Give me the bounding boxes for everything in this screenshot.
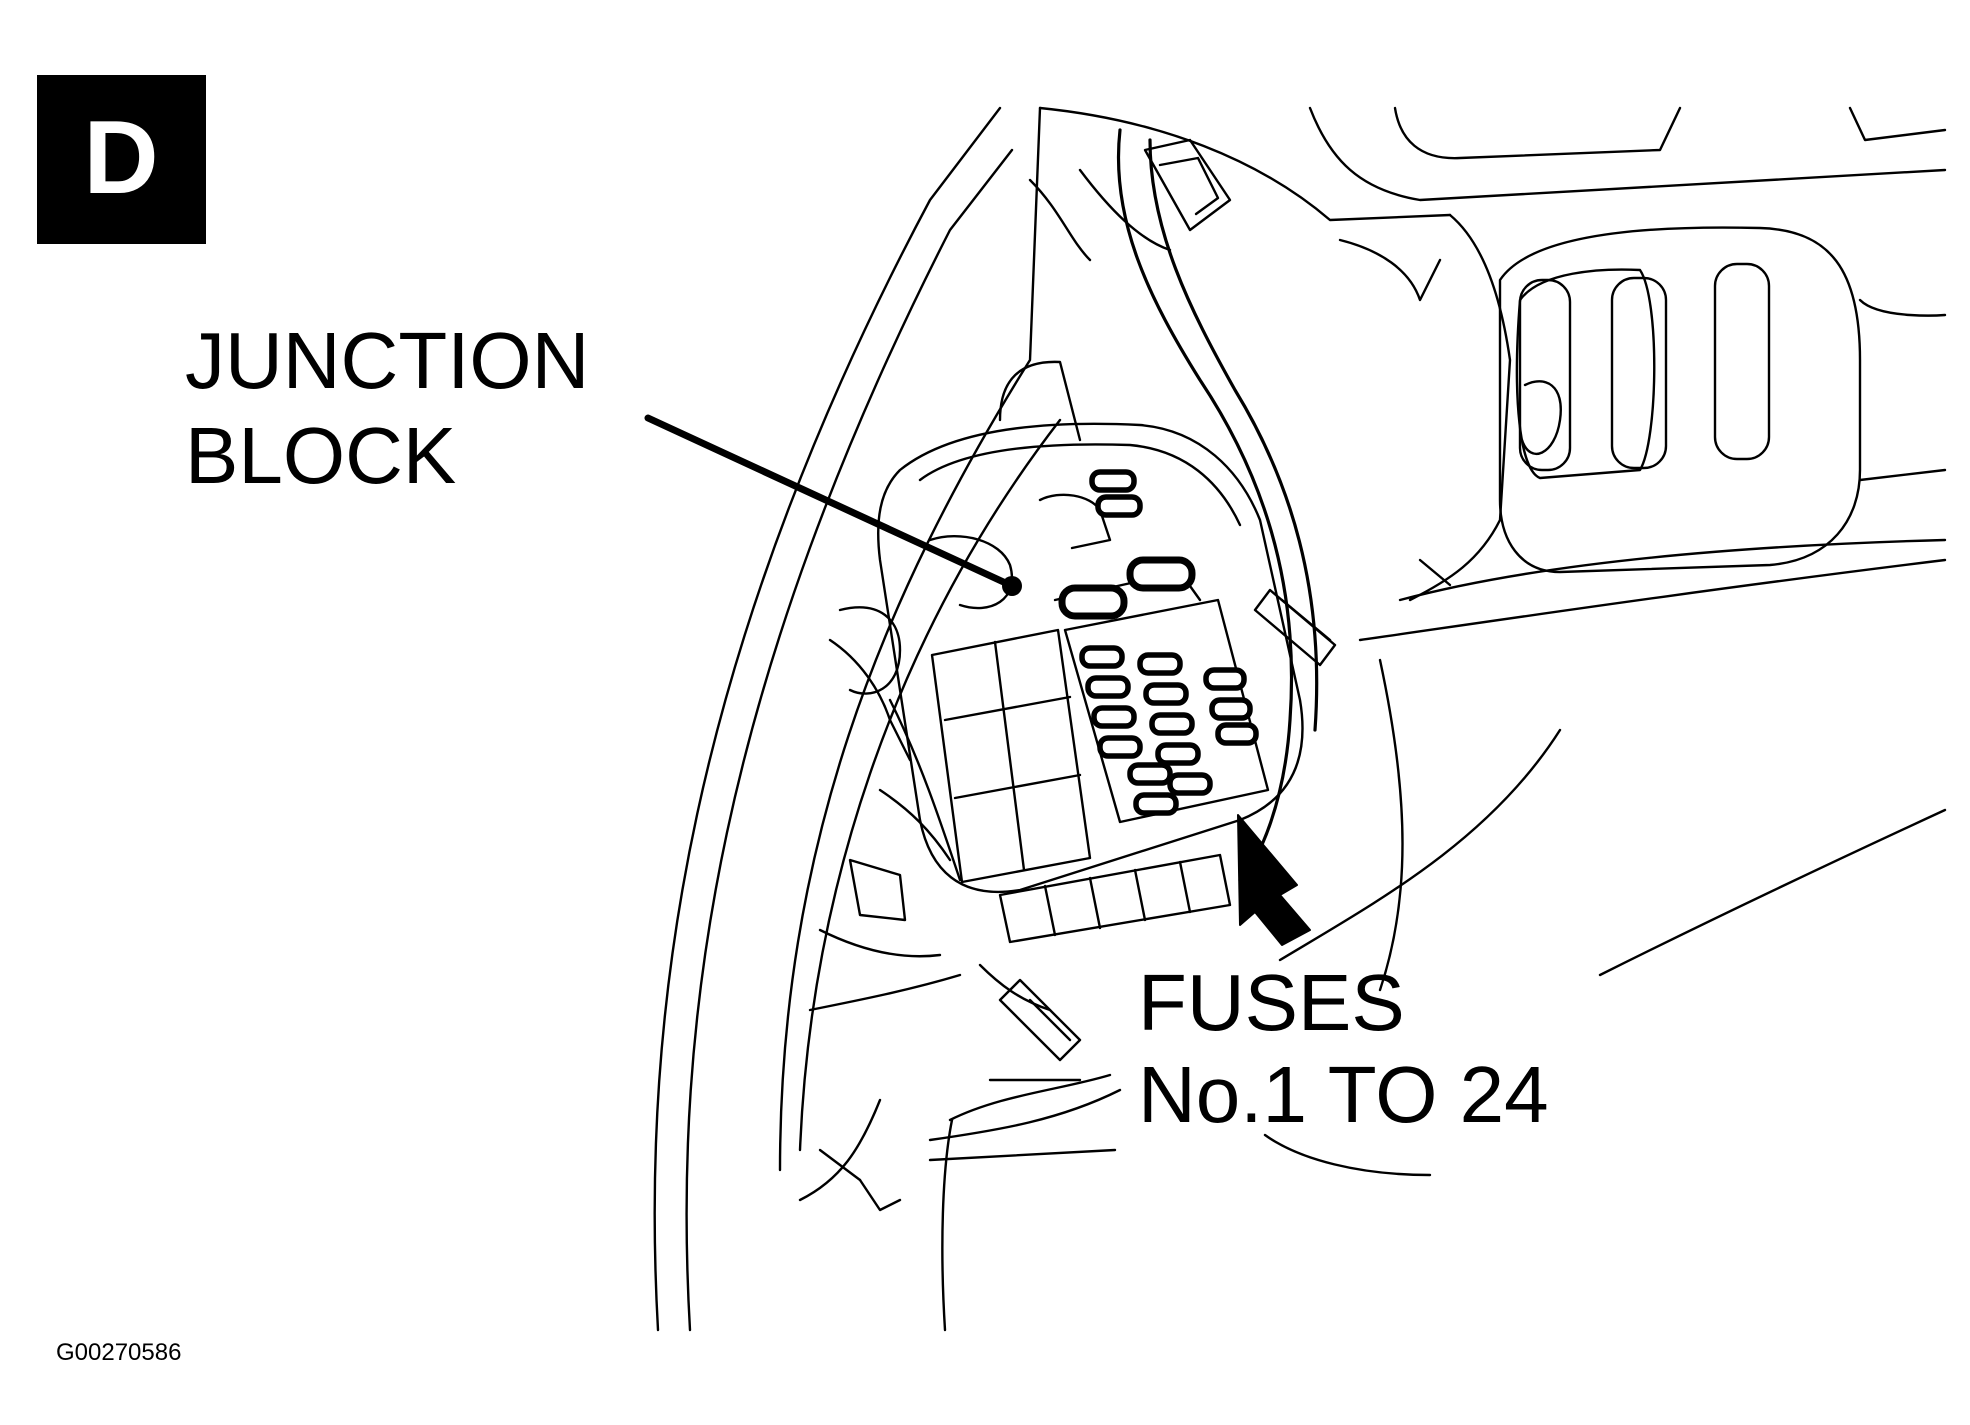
dashboard-line-art <box>653 106 1947 1332</box>
junction-block-callout: JUNCTION BLOCK <box>185 316 1022 596</box>
fuses-label-line2: No.1 TO 24 <box>1138 1050 1549 1139</box>
junction-block-label-line1: JUNCTION <box>185 316 589 405</box>
fuses-label-line1: FUSES <box>1138 958 1405 1047</box>
figure-id: G00270586 <box>56 1339 181 1366</box>
fuses-pointer-arrow <box>1237 814 1311 946</box>
junction-block-leader-line <box>644 414 1014 589</box>
junction-block-leader-dot <box>1002 576 1022 596</box>
fuses-callout: FUSES No.1 TO 24 <box>1138 814 1549 1139</box>
fuse-array <box>1058 469 1259 816</box>
junction-block-label-line2: BLOCK <box>185 411 456 500</box>
view-badge-letter: D <box>83 100 158 216</box>
view-badge: D <box>37 75 206 244</box>
